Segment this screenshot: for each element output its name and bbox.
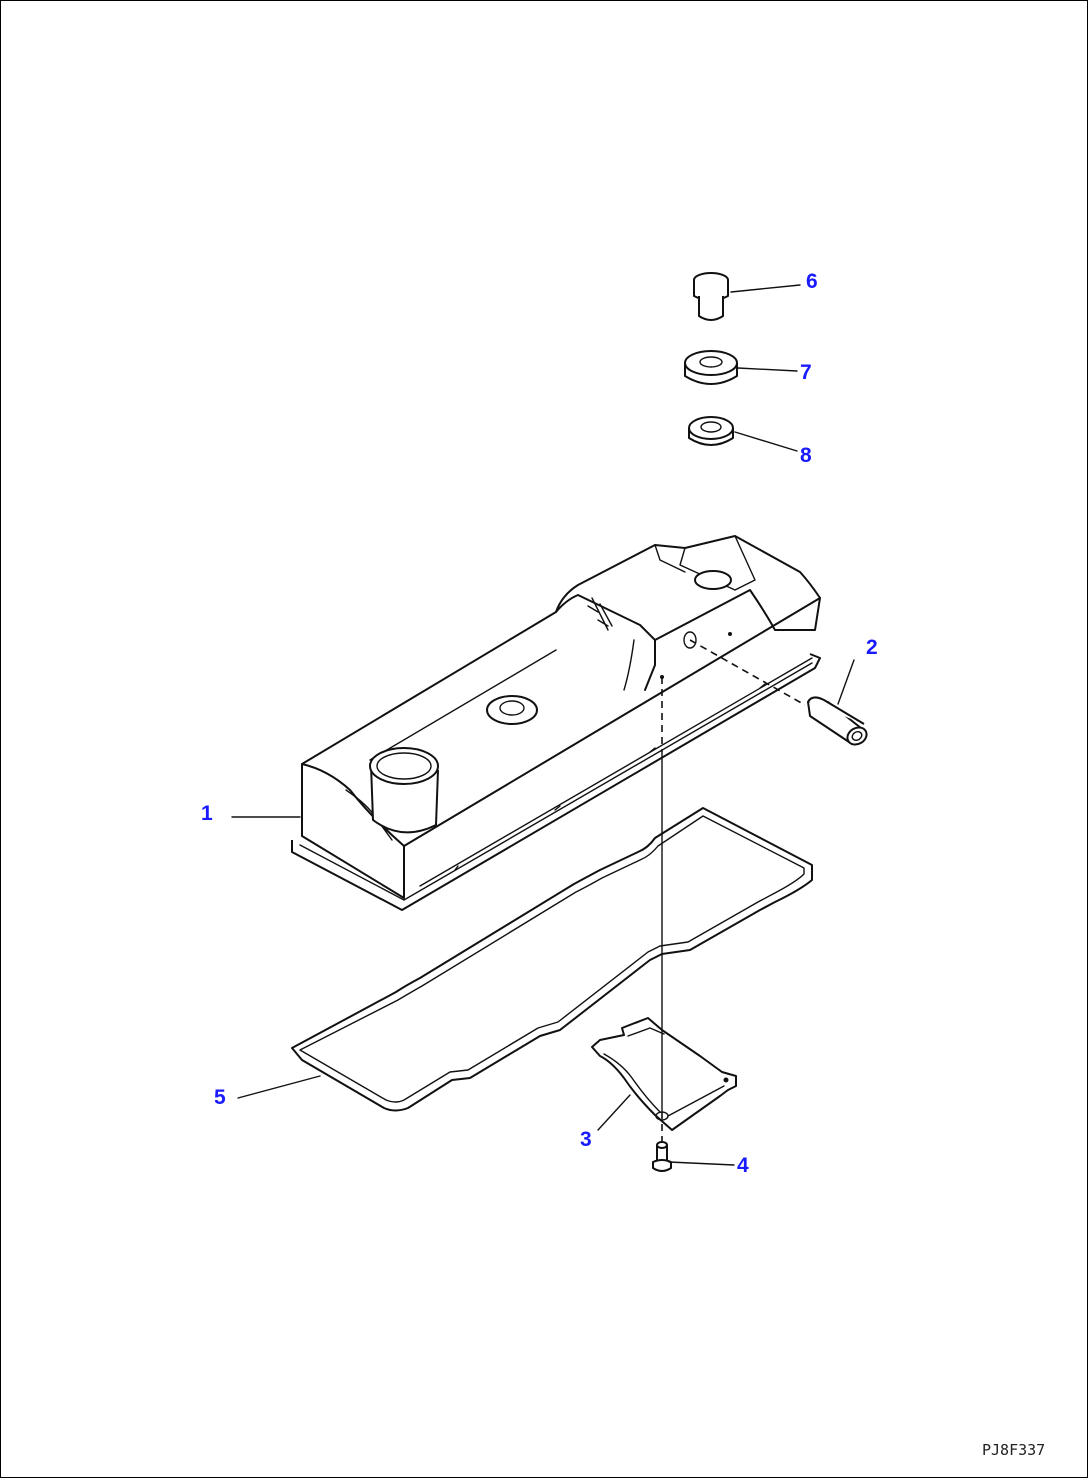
callout-6[interactable]: 6 <box>806 270 818 293</box>
leader-lines <box>231 284 855 1166</box>
callout-1[interactable]: 1 <box>201 802 213 825</box>
callout-5[interactable]: 5 <box>214 1086 226 1109</box>
part-1-head-cover[interactable] <box>291 535 821 911</box>
leader-6 <box>730 284 801 293</box>
part-6-plug[interactable] <box>693 272 729 321</box>
leader-4 <box>668 1161 735 1166</box>
drawing-code: PJ8F337 <box>982 1441 1045 1459</box>
callout-7[interactable]: 7 <box>800 361 812 384</box>
part-4-bolt[interactable] <box>652 1141 672 1172</box>
leader-8 <box>734 431 798 452</box>
part-8-washer[interactable] <box>688 416 734 446</box>
part-5-gasket[interactable] <box>291 807 813 1112</box>
callout-2[interactable]: 2 <box>866 636 878 659</box>
callout-3[interactable]: 3 <box>580 1128 592 1151</box>
leader-5 <box>237 1075 321 1099</box>
leader-2 <box>837 659 855 705</box>
callout-labels: 1 2 3 4 5 6 7 8 <box>201 270 878 1177</box>
part-7-grommet[interactable] <box>684 350 738 385</box>
part-2-sleeve[interactable] <box>689 639 870 748</box>
callout-8[interactable]: 8 <box>800 444 812 467</box>
leader-7 <box>737 367 798 372</box>
part-3-bracket[interactable] <box>591 1017 737 1131</box>
leader-3 <box>597 1094 631 1131</box>
callout-4[interactable]: 4 <box>737 1154 749 1177</box>
